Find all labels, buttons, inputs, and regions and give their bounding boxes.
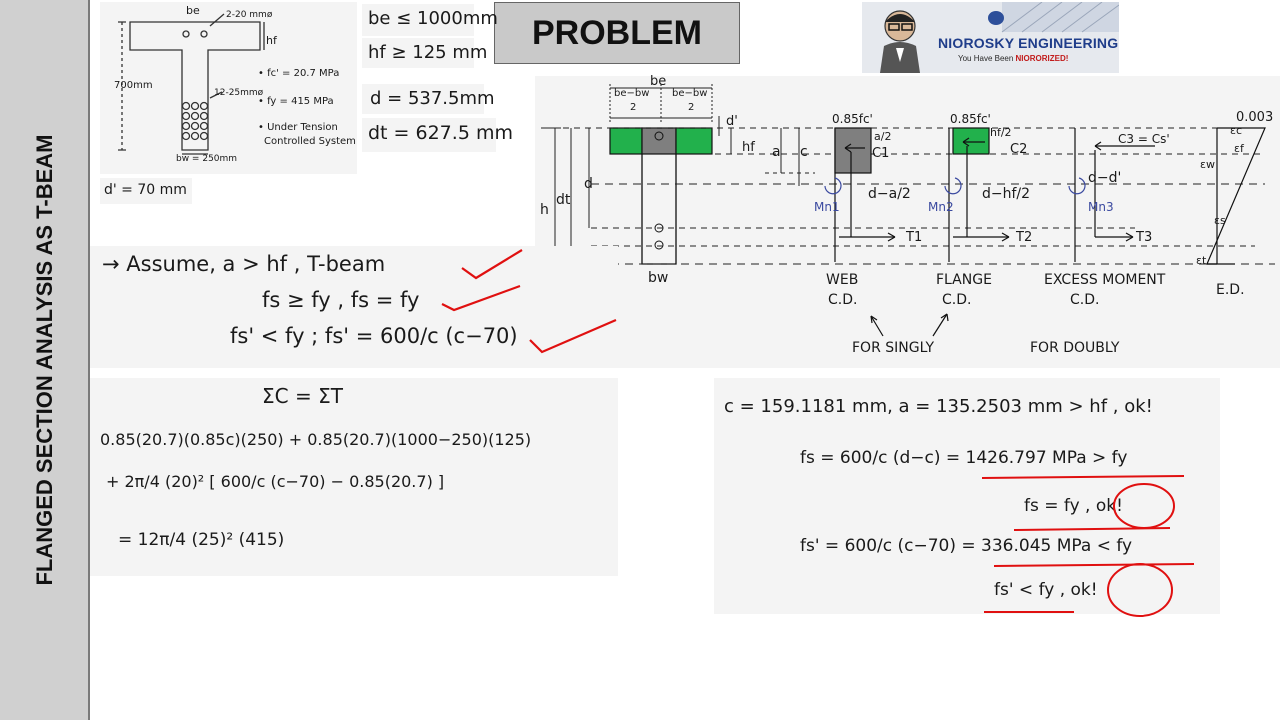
equilibrium-panel [90, 378, 618, 576]
sketch-be: be [186, 4, 200, 17]
dg-t2: T2 [1016, 230, 1033, 245]
dg-t3: T3 [1136, 230, 1153, 245]
result-markups [981, 475, 1195, 617]
res-line1: c = 159.1181 mm, a = 135.2503 mm > hf , … [724, 396, 1153, 417]
section-sketch-panel [100, 2, 357, 174]
dg-excess-arm: d−d' [1088, 170, 1122, 186]
given-dt: dt = 627.5 mm [368, 122, 513, 144]
flange-right-green [675, 127, 713, 155]
assumptions-panel [90, 246, 618, 368]
given-hf: hf ≥ 125 mm [368, 42, 488, 63]
dg-eps-t: εt [1196, 254, 1207, 267]
res-line3: fs = fy , ok! [1024, 496, 1123, 516]
sidebar: FLANGED SECTION ANALYSIS AS T-BEAM [0, 0, 90, 720]
logo-title: NIOROSKY ENGINEERING ONLINE [938, 35, 1119, 51]
dg-mn3: Mn3 [1088, 200, 1114, 214]
dg-strain-top: 0.003 [1236, 110, 1274, 125]
sketch-note1: • Under Tension [258, 122, 338, 133]
dg-flange-sub: C.D. [942, 292, 972, 308]
channel-logo: NIOROSKY ENGINEERING ONLINE You Have Bee… [862, 2, 1119, 73]
dg-c: c [800, 144, 808, 160]
given-be: be ≤ 1000mm [368, 8, 498, 29]
dg-c3: C3 = Cs' [1118, 132, 1170, 146]
sketch-hf: hf [266, 34, 277, 47]
dg-bw: bw [648, 270, 669, 286]
res-line2: fs = 600/c (d−c) = 1426.797 MPa > fy [800, 448, 1128, 468]
diagram-panel [535, 76, 1280, 368]
dg-web-stress: 0.85fc' [832, 112, 873, 126]
given-be-panel [362, 4, 474, 36]
dg-half-right-bot: 2 [688, 102, 695, 113]
assumption-checkmarks [441, 249, 617, 354]
given-hf-panel [362, 38, 474, 68]
dg-half-right-top: be−bw [672, 88, 708, 99]
dg-web-label: WEB [826, 272, 859, 288]
dg-half-left-bot: 2 [630, 102, 637, 113]
results-panel [714, 378, 1220, 614]
d-prime-value: d' = 70 mm [104, 182, 187, 198]
dg-excess-label: EXCESS MOMENT [1044, 272, 1166, 288]
flange-left-green [609, 127, 643, 155]
assume-line3: fs' < fy ; fs' = 600/c (c−70) [230, 324, 518, 348]
dg-t1: T1 [906, 230, 923, 245]
dg-mn2: Mn2 [928, 200, 954, 214]
dg-flange-hf2: hf/2 [990, 126, 1012, 139]
eq-line4: = 12π/4 (25)² (415) [118, 530, 285, 550]
dg-d: d [584, 176, 593, 192]
problem-label: PROBLEM [494, 2, 740, 64]
sketch-bot-bars: 12-25mmø [214, 88, 264, 98]
dg-c2: C2 [1010, 142, 1028, 157]
res-line4: fs' = 600/c (c−70) = 336.045 MPa < fy [800, 536, 1133, 556]
dg-hf: hf [742, 140, 755, 155]
given-d: d = 537.5mm [370, 88, 495, 109]
d-prime-panel [100, 178, 192, 204]
dg-web-a2: a/2 [874, 130, 892, 143]
res-line5: fs' < fy , ok! [994, 580, 1098, 600]
dg-c1: C1 [872, 146, 890, 161]
dg-eps-w: εw [1200, 158, 1215, 171]
dg-be: be [650, 74, 667, 89]
given-d-panel [362, 84, 484, 114]
dg-ed-label: E.D. [1216, 282, 1245, 298]
dg-web-arm: d−a/2 [868, 186, 911, 202]
dg-d-prime: d' [726, 114, 738, 129]
assume-line1: → Assume, a > hf , T-beam [102, 252, 386, 276]
dg-a: a [772, 144, 781, 160]
sketch-bw: bw = 250mm [176, 154, 238, 164]
dg-flange-arm: d−hf/2 [982, 186, 1031, 202]
dg-eps-f: εf [1234, 142, 1244, 155]
dg-half-left-top: be−bw [614, 88, 650, 99]
eq-line1: ΣC = ΣT [262, 384, 343, 408]
eq-line3: + 2π/4 (20)² [ 600/c (c−70) − 0.85(20.7)… [106, 472, 445, 491]
dg-flange-stress: 0.85fc' [950, 112, 991, 126]
t-section-sketch [118, 13, 265, 155]
dg-eps-c: εc [1230, 124, 1242, 137]
dg-for-doubly: FOR DOUBLY [1030, 340, 1120, 356]
given-dt-panel [362, 118, 496, 152]
dg-web-sub: C.D. [828, 292, 858, 308]
sketch-note2: Controlled System [264, 136, 356, 147]
dg-h: h [540, 202, 549, 218]
force-strain-diagram [541, 84, 1275, 337]
eq-line2: 0.85(20.7)(0.85c)(250) + 0.85(20.7)(1000… [100, 430, 532, 449]
dg-flange-label: FLANGE [936, 272, 992, 288]
sketch-top-bars: 2-20 mmø [226, 10, 273, 20]
assume-line2: fs ≥ fy , fs = fy [262, 288, 420, 312]
sketch-height: 700mm [114, 80, 153, 91]
dg-eps-s: εs [1214, 214, 1226, 227]
sketch-fc: • fc' = 20.7 MPa [258, 68, 340, 79]
slide-title: FLANGED SECTION ANALYSIS AS T-BEAM [32, 134, 57, 586]
logo-graphic [880, 2, 1119, 73]
dg-excess-sub: C.D. [1070, 292, 1100, 308]
dg-dt: dt [556, 192, 571, 208]
logo-subtitle: You Have Been NIORORIZED! [958, 54, 1069, 63]
dg-for-singly: FOR SINGLY [852, 340, 935, 356]
sketch-fy: • fy = 415 MPa [258, 96, 334, 107]
dg-mn1: Mn1 [814, 200, 840, 214]
